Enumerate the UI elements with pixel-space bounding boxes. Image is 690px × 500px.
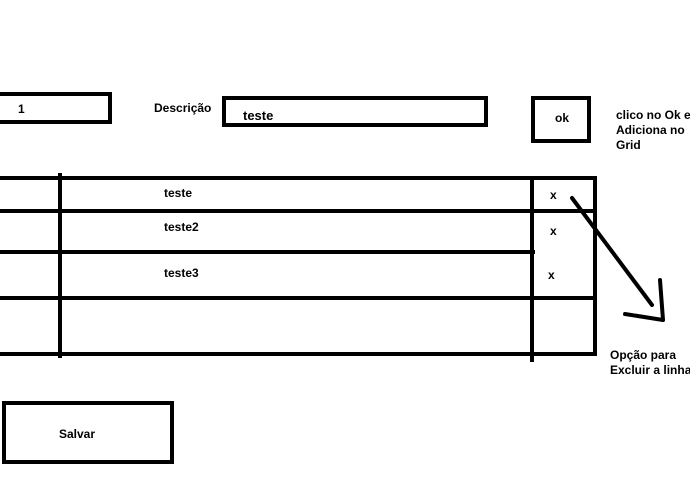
grid-row-divider [0,250,535,254]
delete-note-line-2: Excluir a linha [610,363,690,377]
grid-column-divider [58,173,62,358]
description-input[interactable]: teste [222,96,488,127]
grid-row-description: teste2 [164,220,199,234]
ok-note-line-3: Grid [616,138,641,152]
description-input-value: teste [243,108,274,123]
grid-row-divider [0,209,597,213]
ok-note-line-1: clico no Ok e [616,108,690,122]
description-label: Descrição [154,101,212,115]
delete-row-button[interactable]: x [548,268,555,282]
delete-note-line-1: Opção para [610,348,677,362]
id-field[interactable]: 1 [0,92,112,124]
grid-row-description: teste [164,186,193,200]
ok-note-line-2: Adiciona no [616,123,685,137]
grid-row-divider [0,296,597,300]
delete-row-button[interactable]: x [550,188,557,202]
grid-column-divider [530,178,534,362]
grid-row-description: teste3 [164,266,199,280]
id-field-value: 1 [18,102,25,116]
grid [0,176,597,356]
save-button[interactable]: Salvar [2,401,174,464]
save-button-label: Salvar [59,427,96,441]
delete-row-button[interactable]: x [550,224,557,238]
ok-button[interactable]: ok [531,96,591,143]
ok-button-label: ok [555,111,570,125]
